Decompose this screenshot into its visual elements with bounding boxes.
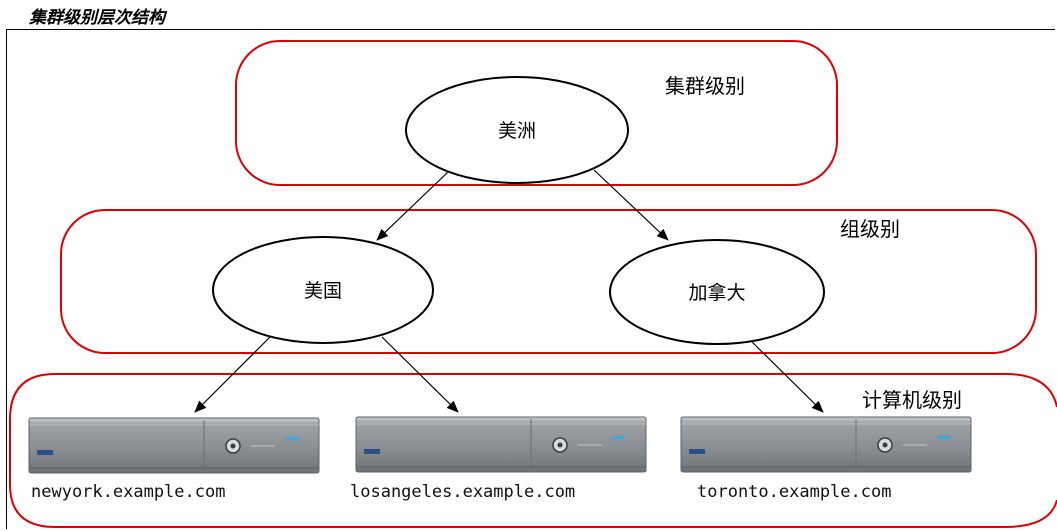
arrow-root-to-usa (376, 171, 449, 241)
server-toronto-image (680, 416, 972, 473)
machine-level-box (9, 373, 1057, 528)
host-losangeles-label: losangeles.example.com (350, 482, 575, 502)
node-root-ellipse (405, 76, 629, 184)
diagram-frame (6, 29, 1055, 529)
arrow-usa-to-newyork (194, 336, 271, 413)
node-usa-label: 美国 (304, 280, 342, 302)
node-usa-ellipse (212, 236, 434, 344)
group-level-box (60, 209, 1037, 354)
cluster-level-label: 集群级别 (665, 74, 745, 98)
host-toronto-label: toronto.example.com (697, 482, 891, 502)
diagram-title: 集群级别层次结构 (29, 8, 165, 28)
cluster-level-box (235, 40, 838, 186)
arrow-root-to-canada (593, 169, 669, 241)
node-canada-ellipse (609, 239, 825, 345)
arrow-usa-to-losangeles (381, 336, 459, 413)
node-root-label: 美洲 (498, 120, 536, 142)
machine-level-label: 计算机级别 (862, 388, 962, 412)
group-level-label: 组级别 (840, 217, 900, 241)
server-newyork-image (28, 417, 320, 474)
node-canada-label: 加拿大 (688, 281, 745, 304)
server-losangeles-image (355, 416, 647, 473)
host-newyork-label: newyork.example.com (31, 482, 225, 502)
arrow-canada-to-toronto (746, 336, 824, 413)
